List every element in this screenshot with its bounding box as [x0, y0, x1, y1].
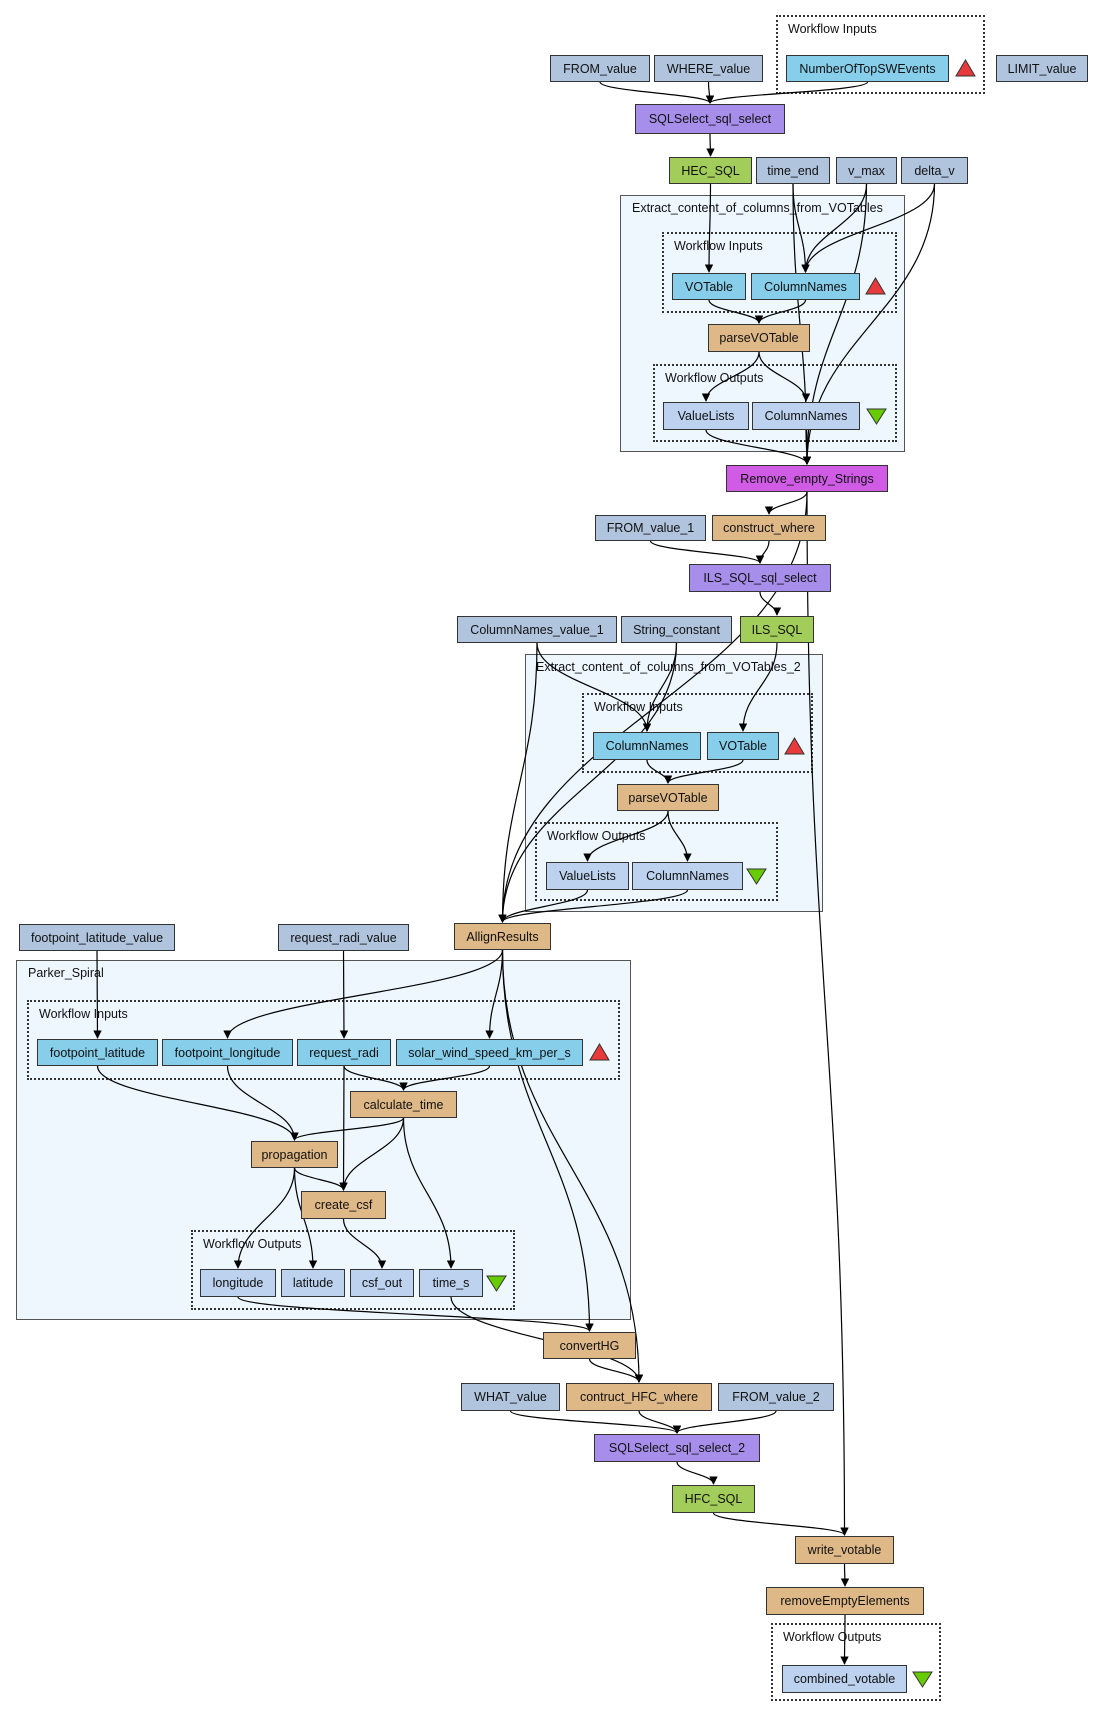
node-what-value[interactable]: WHAT_value [461, 1383, 560, 1411]
input-marker-icon [589, 1043, 610, 1061]
input-footpoint-latitude[interactable]: footpoint_latitude [37, 1039, 158, 1066]
input-number-of-top-sw-events[interactable]: NumberOfTopSWEvents [786, 55, 949, 82]
edge-from-value-to-sqlselect-sql-select [599, 81, 715, 104]
node-time-end[interactable]: time_end [756, 157, 830, 184]
output-time-s[interactable]: time_s [419, 1269, 483, 1297]
output-marker-icon [866, 408, 887, 425]
cluster-label: Extract_content_of_columns_from_VOTables [632, 201, 883, 215]
output-valuelists[interactable]: ValueLists [663, 402, 749, 430]
node-propagation[interactable]: propagation [251, 1141, 338, 1168]
output-columnnames[interactable]: ColumnNames [752, 402, 860, 430]
node-hfc-sql[interactable]: HFC_SQL [672, 1485, 755, 1513]
node-from-value-1[interactable]: FROM_value_1 [595, 515, 706, 541]
edge-contruct-hfc-where-to-sqlselect-sql-select-2 [638, 1410, 682, 1434]
node-parsevotable-2[interactable]: parseVOTable [617, 784, 719, 811]
output-marker-icon [746, 868, 767, 885]
node-convert-hg[interactable]: convertHG [543, 1332, 636, 1359]
node-sqlselect-sql-select-2[interactable]: SQLSelect_sql_select_2 [594, 1434, 760, 1462]
node-hec-sql[interactable]: HEC_SQL [669, 157, 752, 184]
output-csf-out[interactable]: csf_out [350, 1269, 414, 1297]
cluster-label: Extract_content_of_columns_from_VOTables… [536, 660, 801, 674]
cluster-label: Parker_Spiral [28, 966, 104, 980]
input-marker-icon [865, 277, 886, 295]
group-label: Workflow Inputs [594, 700, 683, 714]
node-columnnames-value-1[interactable]: ColumnNames_value_1 [457, 616, 617, 643]
node-sqlselect-sql-select[interactable]: SQLSelect_sql_select [635, 104, 785, 134]
node-limit-value[interactable]: LIMIT_value [996, 55, 1088, 82]
node-request-radi-value[interactable]: request_radi_value [278, 924, 409, 951]
group-label: Workflow Outputs [203, 1237, 302, 1251]
output-columnnames-2[interactable]: ColumnNames [632, 862, 743, 890]
edge-construct-where-to-ils-sql-sql-select [755, 540, 770, 564]
node-footpoint-latitude-value[interactable]: footpoint_latitude_value [19, 924, 175, 951]
node-string-constant[interactable]: String_constant [621, 616, 732, 643]
input-footpoint-longitude[interactable]: footpoint_longitude [162, 1039, 293, 1066]
group-label: Workflow Outputs [547, 829, 646, 843]
edge-what-value-to-sqlselect-sql-select-2 [509, 1410, 682, 1434]
node-parsevotable[interactable]: parseVOTable [708, 324, 810, 352]
node-construct-where[interactable]: construct_where [712, 515, 826, 541]
edge-write-votable-to-remove-empty-elements [840, 1563, 850, 1587]
edge-where-value-to-sqlselect-sql-select [705, 81, 715, 104]
edge-remove-empty-strings-to-write-votable [806, 491, 849, 1536]
input-marker-icon [784, 737, 805, 755]
input-votable-2[interactable]: VOTable [707, 732, 779, 760]
node-v-max[interactable]: v_max [836, 157, 897, 184]
node-remove-empty-strings[interactable]: Remove_empty_Strings [726, 465, 888, 492]
node-where-value[interactable]: WHERE_value [654, 55, 763, 82]
node-contruct-hfc-where[interactable]: contruct_HFC_where [566, 1383, 712, 1411]
output-marker-icon [486, 1275, 507, 1292]
edge-remove-empty-strings-to-construct-where [764, 491, 808, 515]
output-longitude[interactable]: longitude [200, 1269, 276, 1297]
edge-hfc-sql-to-write-votable [712, 1512, 849, 1536]
input-votable[interactable]: VOTable [672, 273, 746, 300]
group-label: Workflow Inputs [674, 239, 763, 253]
input-request-radi[interactable]: request_radi [297, 1039, 391, 1066]
edge-sqlselect-sql-select-2-to-hfc-sql [676, 1461, 718, 1485]
input-columnnames-2[interactable]: ColumnNames [593, 732, 701, 760]
node-delta-v[interactable]: delta_v [901, 157, 968, 184]
group-label: Workflow Outputs [665, 371, 764, 385]
group-label: Workflow Outputs [783, 1630, 882, 1644]
node-calculate-time[interactable]: calculate_time [350, 1091, 457, 1118]
node-remove-empty-elements[interactable]: removeEmptyElements [766, 1587, 924, 1615]
output-combined-votable[interactable]: combined_votable [782, 1665, 907, 1693]
edge-sqlselect-sql-select-to-hec-sql [706, 133, 715, 157]
edge-from-value-2-to-sqlselect-sql-select-2 [672, 1410, 777, 1434]
node-from-value-2[interactable]: FROM_value_2 [718, 1383, 834, 1411]
node-write-votable[interactable]: write_votable [795, 1536, 894, 1564]
output-marker-icon [912, 1671, 933, 1688]
node-allign-results[interactable]: AllignResults [454, 923, 551, 950]
node-from-value[interactable]: FROM_value [550, 55, 650, 82]
node-ils-sql-sql-select[interactable]: ILS_SQL_sql_select [689, 564, 831, 592]
edge-convert-hg-to-contruct-hfc-where [588, 1358, 644, 1383]
top-workflow-inputs-group: Workflow Inputs [776, 15, 985, 94]
group-label: Workflow Inputs [788, 22, 877, 36]
node-ils-sql[interactable]: ILS_SQL [740, 616, 814, 643]
output-valuelists-2[interactable]: ValueLists [546, 862, 629, 890]
input-columnnames[interactable]: ColumnNames [751, 273, 860, 300]
input-solar-wind-speed[interactable]: solar_wind_speed_km_per_s [396, 1039, 583, 1066]
edge-from-value-1-to-ils-sql-sql-select [649, 540, 765, 564]
group-label: Workflow Inputs [39, 1007, 128, 1021]
output-latitude[interactable]: latitude [281, 1269, 345, 1297]
input-marker-icon [955, 59, 976, 77]
final-outputs-group: Workflow Outputs [771, 1623, 941, 1701]
node-create-csf[interactable]: create_csf [301, 1191, 386, 1219]
edge-ils-sql-sql-select-to-ils-sql [759, 591, 782, 616]
